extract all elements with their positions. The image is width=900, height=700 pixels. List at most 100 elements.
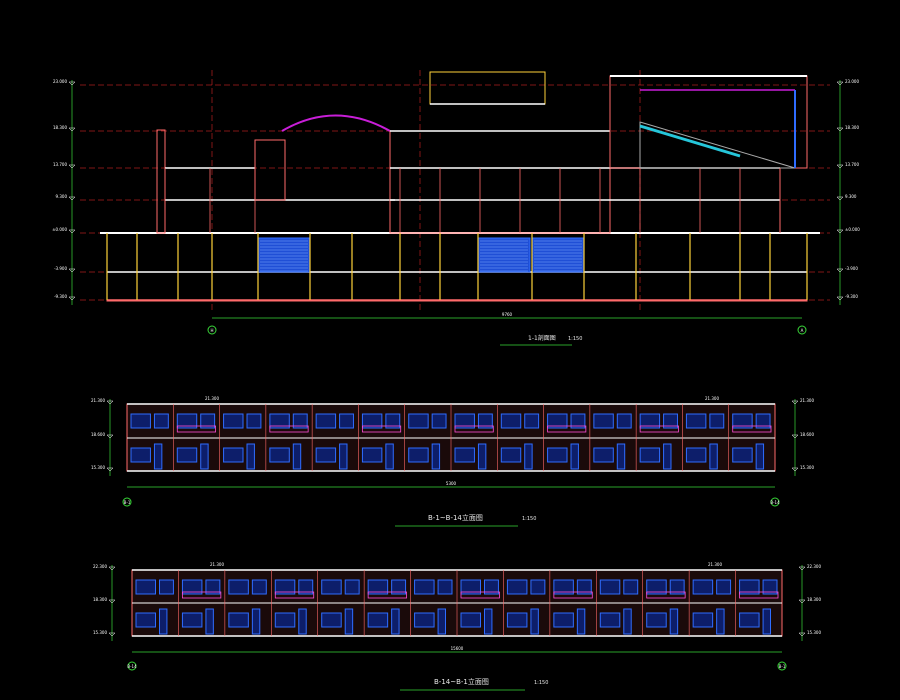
section-levels-right: 23.00018.30013.7009.300±0.000-3.900-9.30… bbox=[836, 79, 860, 305]
roof-arc bbox=[281, 114, 391, 132]
axis-right-label: A bbox=[801, 328, 804, 333]
elevation-2-window-upper-b-0 bbox=[159, 579, 174, 595]
elevation-1-overall-dim: 5300 bbox=[446, 481, 457, 486]
elevation-1-window-lower-3 bbox=[269, 447, 290, 463]
tiered-seating bbox=[639, 121, 796, 169]
elevation-1-window-upper-10 bbox=[593, 413, 614, 429]
elevation-1-door-1 bbox=[200, 443, 209, 470]
elevation-1-door-3 bbox=[292, 443, 302, 470]
section-level-left-marker-2 bbox=[68, 164, 76, 169]
section-level-lines bbox=[80, 70, 830, 310]
elevation-2-window-upper-10 bbox=[599, 579, 621, 595]
section-level-left-marker-4 bbox=[68, 229, 76, 234]
section-level-left-marker-3 bbox=[68, 196, 76, 201]
elevation-1-axis-right: B-14 bbox=[770, 500, 780, 505]
elevation-2-window-upper-11 bbox=[646, 579, 667, 595]
section-level-left-marker-6 bbox=[68, 296, 76, 301]
elevation-2-door-5 bbox=[391, 608, 400, 635]
elevation-2-window-upper-2 bbox=[228, 579, 249, 595]
section-level-right-marker-5 bbox=[836, 268, 844, 273]
elevation-2-window-upper-b-8 bbox=[530, 579, 546, 595]
elevation-2-door-9 bbox=[576, 608, 586, 635]
elevation-1-door-4 bbox=[339, 443, 348, 470]
elevation-1-window-upper-6 bbox=[408, 413, 429, 429]
elevation-2-overall-dim: 15600 bbox=[451, 646, 464, 651]
elevation-1-window-lower-9 bbox=[547, 447, 568, 463]
elevation-2-level-left-marker-0 bbox=[108, 566, 116, 571]
elevation-1-level-right-label-0: 21.300 bbox=[800, 398, 814, 403]
section-level-right-label-3: 9.300 bbox=[845, 194, 857, 199]
elevation-1-axis-bubble-right bbox=[770, 497, 780, 507]
elevation-2-window-lower-13 bbox=[739, 612, 760, 628]
elevation-2-level-right-label-0: 22.300 bbox=[807, 564, 821, 569]
axis-bubble-right bbox=[797, 325, 807, 335]
elevation-2-window-upper-3 bbox=[274, 579, 296, 595]
elevation-1-level-left-marker-2 bbox=[106, 467, 114, 472]
section-level-left-label-3: 9.300 bbox=[56, 194, 68, 199]
elevation-1-balcony-11 bbox=[639, 425, 679, 433]
elevation-2-window-upper-4 bbox=[321, 579, 342, 595]
elevation-2-window-upper-b-2 bbox=[251, 579, 267, 595]
elevation-1-window-upper-b-0 bbox=[153, 413, 169, 429]
elevation-1-level-right-label-1: 18.600 bbox=[800, 432, 814, 437]
elevation-2-window-lower-0 bbox=[135, 612, 156, 628]
elevation-1-window-upper-b-8 bbox=[524, 413, 540, 429]
elevation-2-window-lower-7 bbox=[460, 612, 481, 628]
elevation-1-window-upper-13 bbox=[732, 413, 753, 429]
elevation-2-axis-right: B-1 bbox=[779, 664, 786, 669]
elevation-2-top-level-right: 21.300 bbox=[708, 562, 722, 567]
elevation-1-level-left-label-1: 18.600 bbox=[91, 432, 105, 437]
elevation-2-balcony-3 bbox=[274, 591, 315, 599]
elevation-1-window-upper-0 bbox=[130, 413, 151, 429]
elevation-2-window-upper-b-6 bbox=[437, 579, 453, 595]
elevation-2-level-right-label-1: 18.300 bbox=[807, 597, 821, 602]
elevation-2-balcony-1 bbox=[182, 591, 222, 599]
elevation-1-level-left-marker-1 bbox=[106, 434, 114, 439]
elevation-2-window-upper-b-9 bbox=[576, 579, 592, 595]
basement-shutters bbox=[257, 237, 585, 273]
elevation-1-balcony-1 bbox=[176, 425, 216, 433]
roof-penthouse bbox=[429, 71, 546, 105]
elevation-2-level-left-label-0: 22.300 bbox=[93, 564, 107, 569]
section-overall-dim: 9760 bbox=[502, 312, 513, 317]
elevation-2-top-level-left: 21.300 bbox=[210, 562, 224, 567]
section-level-left-marker-1 bbox=[68, 127, 76, 132]
elevation-2-window-lower-8 bbox=[506, 612, 528, 628]
elevation-1-window-upper-b-10 bbox=[616, 413, 632, 429]
section-level-left-label-2: 13.700 bbox=[53, 162, 67, 167]
section-level-right-label-0: 23.000 bbox=[845, 79, 859, 84]
elevation-1-window-upper-3 bbox=[269, 413, 290, 429]
shutter-1 bbox=[257, 237, 311, 273]
elevation-1-window-lower-2 bbox=[223, 447, 244, 463]
elevation-1-level-right-marker-0 bbox=[791, 400, 799, 405]
elevation-1-window-lower-11 bbox=[639, 447, 661, 463]
elevation-1-window-upper-b-13 bbox=[755, 413, 771, 429]
middle-block bbox=[389, 130, 611, 234]
elevation-1-level-right-marker-2 bbox=[791, 467, 799, 472]
elevation-1-window-upper-b-1 bbox=[200, 413, 216, 429]
elevation-2-door-10 bbox=[623, 608, 632, 635]
elevation-2-window-lower-4 bbox=[321, 612, 342, 628]
elevation-2-scale: 1:150 bbox=[534, 680, 548, 686]
elevation-1-door-0 bbox=[153, 443, 163, 470]
elevation-1-window-upper-b-4 bbox=[339, 413, 354, 429]
elevation-2-door-11 bbox=[669, 608, 679, 635]
shutter-stripes bbox=[260, 240, 582, 272]
section-level-right-marker-2 bbox=[836, 164, 844, 169]
section-level-left-marker-5 bbox=[68, 268, 76, 273]
elevation-1-window-upper-4 bbox=[315, 413, 337, 429]
elevation-1-door-2 bbox=[246, 443, 255, 470]
elevation-2-window-upper-0 bbox=[135, 579, 156, 595]
elevation-2-window-lower-3 bbox=[274, 612, 296, 628]
elevation-1-axis-left: B-1 bbox=[124, 500, 131, 505]
elevation-2-axis-left: B-14 bbox=[127, 664, 137, 669]
elevation-2-window-lower-2 bbox=[228, 612, 249, 628]
elevation-1-top-level-left: 21.300 bbox=[205, 396, 219, 401]
elevation-1-level-right-label-2: 15.300 bbox=[800, 465, 814, 470]
section-level-right-label-1: 18.300 bbox=[845, 125, 859, 130]
section-level-right-marker-4 bbox=[836, 229, 844, 234]
elevation-2-level-right-marker-0 bbox=[798, 566, 806, 571]
elevation-1-window-upper-1 bbox=[176, 413, 198, 429]
section-level-right-label-2: 13.700 bbox=[845, 162, 859, 167]
